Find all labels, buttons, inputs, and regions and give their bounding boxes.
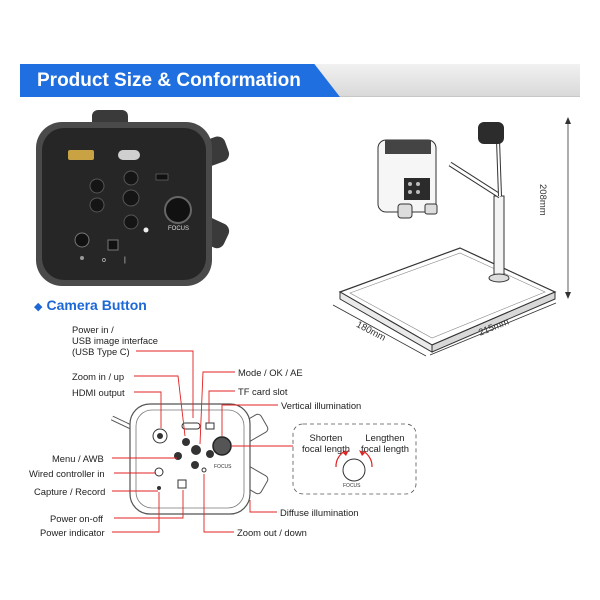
- wired-controller-label: Wired controller in: [29, 468, 105, 479]
- header-tab: [20, 64, 340, 97]
- lengthen-focal-label: Lengthen focal length: [361, 432, 409, 454]
- svg-text:|: |: [124, 257, 126, 264]
- power-in-label: Power in / USB image interface (USB Type…: [72, 324, 158, 357]
- zoom-in-label: Zoom in / up: [72, 371, 125, 382]
- capture-record-label: Capture / Record: [34, 486, 106, 497]
- tf-card-label: TF card slot: [238, 386, 288, 397]
- svg-text:FOCUS: FOCUS: [168, 226, 189, 232]
- hdmi-output-label: HDMI output: [72, 387, 125, 398]
- hdmi-port-icon: [68, 150, 94, 160]
- mode-ok-label: Mode / OK / AE: [238, 367, 303, 378]
- vertical-illumination-label: Vertical illumination: [281, 400, 362, 411]
- zoom-out-label: Zoom out / down: [237, 527, 307, 538]
- power-switch-label: Power on-off: [50, 513, 103, 524]
- section-title: ◆Camera Button: [34, 297, 147, 313]
- svg-text:FOCUS: FOCUS: [343, 483, 361, 489]
- focus-knob-icon: [164, 196, 192, 224]
- menu-awb-label: Menu / AWB: [52, 453, 104, 464]
- power-indicator-label: Power indicator: [40, 527, 105, 538]
- svg-text:o: o: [102, 257, 106, 264]
- diffuse-illumination-label: Diffuse illumination: [280, 507, 359, 518]
- shorten-focal-label: Shorten focal length: [302, 432, 350, 454]
- diamond-icon: ◆: [34, 301, 43, 313]
- usb-c-port-icon: [118, 150, 140, 160]
- page-title: Product Size & Conformation: [37, 70, 301, 91]
- svg-text:FOCUS: FOCUS: [214, 464, 232, 470]
